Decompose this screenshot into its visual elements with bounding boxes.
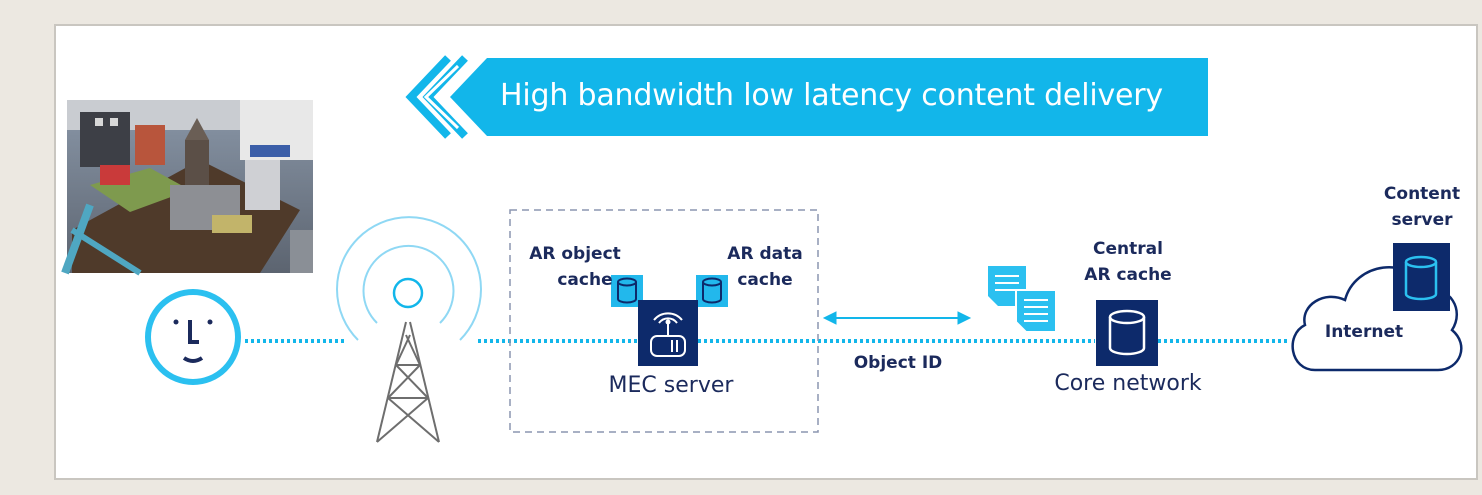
ar-city-photo [61,100,313,276]
ar-object-cache-label: AR object cache [525,241,625,293]
mec-server-label: MEC server [608,373,734,398]
ar-data-cache-label-line2: cache [737,270,793,290]
ar-data-cache-label-line1: AR data [727,244,803,264]
face-icon [145,289,241,385]
central-ar-cache-label-line2: AR cache [1084,265,1172,285]
object-id-label: Object ID [853,353,943,373]
cell-tower-icon [336,216,482,443]
mec-boundary [509,209,819,433]
internet-label: Internet [1324,322,1404,342]
ar-object-cache-database-icon [611,275,643,307]
document-icon [988,266,1057,333]
ar-object-cache-label-line2: cache [557,270,613,290]
core-network-label: Core network [1054,371,1202,396]
ar-data-cache-database-icon [696,275,728,307]
content-server-database-icon [1393,243,1450,311]
content-server-label-line2: server [1391,210,1453,230]
central-ar-cache-label-line1: Central [1093,239,1163,259]
banner-title: High bandwidth low latency content deliv… [500,78,1163,113]
central-ar-cache-database-icon [1096,300,1158,366]
banner-arrow [405,55,1208,139]
ar-object-cache-label-line1: AR object [529,244,621,264]
central-ar-cache-label: Central AR cache [1070,236,1186,288]
content-server-label: Content server [1372,181,1472,233]
ar-data-cache-label: AR data cache [722,241,808,293]
mec-router-icon [638,300,698,366]
content-server-label-line1: Content [1383,184,1461,204]
double-arrow-icon [822,311,972,325]
